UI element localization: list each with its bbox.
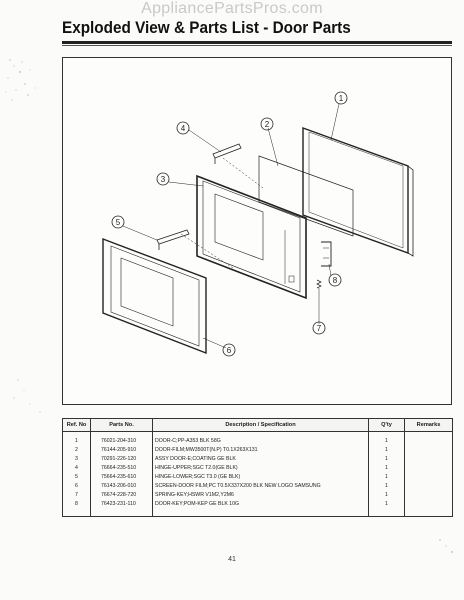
part-door-film-2 (258, 155, 354, 237)
row-ref: 7 (62, 490, 91, 499)
leader-lines (122, 103, 340, 349)
col-header-qty: Q'ty (368, 418, 405, 432)
row-qty: 1 (368, 445, 405, 454)
row-remarks (404, 481, 453, 490)
table-row: 3 70291-226-120 ASSY DOOR-E;COATING GE B… (62, 454, 453, 463)
part-screen-door-6 (102, 237, 207, 355)
part-door-assembly-3 (196, 174, 307, 300)
row-remarks (404, 490, 453, 499)
row-qty: 1 (368, 472, 405, 481)
row-description: DOOR-C;PP-A353 BLK 58G (152, 431, 369, 445)
part-hinge-lower-5 (156, 229, 190, 250)
table-row: 8 76423-231-110 DOOR-KEY;POM-KEP GE BLK … (62, 499, 453, 508)
table-row: 7 76674-228-720 SPRING-KEY;HSWR V1M2,Y2M… (62, 490, 453, 499)
table-row: 6 76143-206-010 SCREEN-DOOR FILM;PC T0.5… (62, 481, 453, 490)
part-door-frame-1 (302, 127, 414, 257)
row-ref: 4 (62, 463, 91, 472)
row-part-no: 70291-226-120 (90, 454, 153, 463)
callout-label-8: 8 (333, 276, 338, 285)
row-description: SPRING-KEY;HSWR V1M2,Y2M6 (152, 490, 369, 499)
callout-circle-2 (260, 117, 274, 131)
row-description: HINGE-LOWER;SGC T3.0 (GE BLK) (152, 472, 369, 481)
callout-label-1: 1 (339, 94, 344, 103)
col-header-description: Description / Specification (152, 418, 369, 432)
callout-circle-5 (111, 215, 125, 229)
row-qty: 1 (368, 454, 405, 463)
col-header-remarks: Remarks (404, 418, 453, 432)
row-part-no: 76664-235-510 (90, 463, 153, 472)
callout-label-7: 7 (317, 324, 322, 333)
title-underline (62, 41, 452, 44)
table-row: 4 76664-235-510 HINGE-UPPER;SGC T2.0(GE … (62, 463, 453, 472)
table-row: 5 75664-235-610 HINGE-LOWER;SGC T3.0 (GE… (62, 472, 453, 481)
callout-circle-6 (222, 343, 236, 357)
row-ref: 6 (62, 481, 91, 490)
row-remarks (404, 499, 453, 508)
page-title: Exploded View & Parts List - Door Parts (62, 18, 351, 37)
table-header-row: Ref. No Parts No. Description / Specific… (62, 418, 453, 432)
row-remarks (404, 431, 453, 445)
col-header-part-no: Parts No. (90, 418, 153, 432)
row-remarks (404, 472, 453, 481)
page-number: 41 (228, 556, 236, 563)
callout-label-5: 5 (116, 218, 121, 227)
part-spring-key-7 (316, 279, 322, 289)
row-part-no: 76423-231-110 (90, 499, 153, 508)
callout-label-4: 4 (181, 124, 186, 133)
row-remarks (404, 463, 453, 472)
table-row: 2 76144-205-910 DOOR-FILM;MW3500T(N.P) T… (62, 445, 453, 454)
watermark-text: AppliancePartsPros.com (141, 0, 323, 17)
row-qty: 1 (368, 463, 405, 472)
row-description: ASSY DOOR-E;COATING GE BLK (152, 454, 369, 463)
row-qty: 1 (368, 499, 405, 508)
row-ref: 5 (62, 472, 91, 481)
callout-label-6: 6 (227, 346, 232, 355)
row-remarks (404, 454, 453, 463)
row-qty: 1 (368, 490, 405, 499)
col-header-ref: Ref. No (62, 418, 91, 432)
callout-circle-4 (176, 121, 190, 135)
callout-circle-1 (334, 91, 348, 105)
part-hinge-upper-4 (212, 143, 242, 164)
table-row-empty (62, 508, 453, 517)
row-qty: 1 (368, 481, 405, 490)
callout-circle-3 (156, 172, 170, 186)
row-description: DOOR-KEY;POM-KEP GE BLK 10G (152, 499, 369, 508)
row-part-no: 75664-235-610 (90, 472, 153, 481)
parts-list-table: Ref. No Parts No. Description / Specific… (62, 418, 453, 517)
row-description: HINGE-UPPER;SGC T2.0(GE BLK) (152, 463, 369, 472)
row-part-no: 76021-204-310 (90, 431, 153, 445)
row-qty: 1 (368, 431, 405, 445)
row-ref: 8 (62, 499, 91, 508)
row-ref: 3 (62, 454, 91, 463)
callout-circle-8 (328, 273, 342, 287)
callout-circle-7 (312, 321, 326, 335)
row-description: SCREEN-DOOR FILM;PC T0.5X337X200 BLK NEW… (152, 481, 369, 490)
table-row: 1 76021-204-310 DOOR-C;PP-A353 BLK 58G 1 (62, 431, 453, 445)
callout-label-2: 2 (265, 120, 270, 129)
callout-label-3: 3 (161, 175, 166, 184)
row-part-no: 76144-205-910 (90, 445, 153, 454)
row-remarks (404, 445, 453, 454)
row-part-no: 76143-206-010 (90, 481, 153, 490)
title-underline-thin (62, 45, 452, 46)
exploded-view-diagram: 1 2 3 4 5 6 7 8 (62, 57, 452, 405)
row-ref: 2 (62, 445, 91, 454)
row-ref: 1 (62, 431, 91, 445)
part-door-key-8 (321, 241, 332, 267)
row-part-no: 76674-228-720 (90, 490, 153, 499)
door-parts-drawing: 1 2 3 4 5 6 7 8 (102, 91, 414, 357)
row-description: DOOR-FILM;MW3500T(N.P) T0.1X263X131 (152, 445, 369, 454)
